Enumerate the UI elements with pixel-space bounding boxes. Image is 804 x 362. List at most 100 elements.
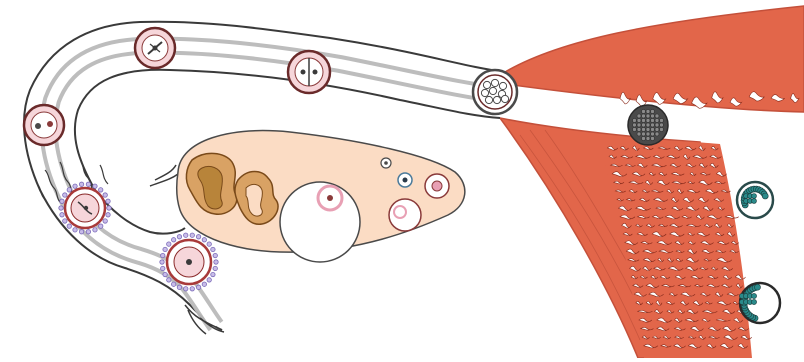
morula-cell: [633, 119, 637, 123]
morula-cell: [646, 137, 650, 141]
morula-cell: [501, 95, 508, 102]
corona-cell: [190, 287, 194, 291]
corona-cell: [67, 188, 71, 192]
morula-cell: [489, 87, 496, 94]
morula-icon: [473, 70, 517, 114]
inner-cell-mass: [752, 194, 757, 199]
morula-cell: [651, 132, 655, 136]
morula-cell: [651, 114, 655, 118]
primary-follicle-2-nucleus: [384, 161, 388, 165]
morula-cell: [633, 123, 637, 127]
corona-cell: [196, 285, 200, 289]
corona-cell: [184, 287, 188, 291]
oocyte-icon: [167, 240, 211, 284]
two-cell-embryo-icon: [135, 28, 175, 68]
morula-cell: [646, 119, 650, 123]
zygote-icon: [65, 188, 105, 228]
corona-cell: [107, 206, 111, 210]
corona-cell: [93, 228, 97, 232]
trophoblast-cell: [754, 284, 760, 290]
morula-cell: [651, 128, 655, 132]
corona-cell: [59, 206, 63, 210]
corona-cell: [163, 272, 167, 276]
corona-cell: [103, 193, 107, 197]
morula-cell: [499, 82, 506, 89]
morula-cell: [642, 110, 646, 114]
ovarian-ligament: [150, 165, 178, 186]
corona-cell: [184, 233, 188, 237]
pronuclear-zygote: [24, 105, 64, 145]
blastomere: [762, 193, 768, 199]
corona-cell: [177, 285, 181, 289]
morula-cell: [646, 123, 650, 127]
morula-cell: [655, 119, 659, 123]
corona-cell: [167, 242, 171, 246]
inner-cell-mass: [751, 299, 756, 304]
four-cell-embryo: [288, 51, 330, 93]
morula-cell: [646, 110, 650, 114]
morula-cell: [651, 123, 655, 127]
morula-cell: [481, 89, 488, 96]
late-morula: [628, 105, 668, 145]
corona-cell: [190, 233, 194, 237]
morula-cell: [642, 114, 646, 118]
corona-cell: [79, 182, 83, 186]
morula-cell: [642, 123, 646, 127]
corona-cell: [207, 242, 211, 246]
morula-cell: [646, 132, 650, 136]
primary-follicle-1-nucleus: [403, 178, 408, 183]
morula-cell: [651, 110, 655, 114]
follicle-oocyte-nucleus: [327, 195, 333, 201]
morula-cell: [651, 119, 655, 123]
morula-cell: [637, 128, 641, 132]
corona-cell: [73, 228, 77, 232]
morula-cell: [493, 96, 500, 103]
morula-cell: [483, 81, 490, 88]
morula-cell: [637, 114, 641, 118]
corona-cell: [161, 266, 165, 270]
morula-cell: [660, 128, 664, 132]
morula-cell: [655, 132, 659, 136]
corona-cell: [99, 224, 103, 228]
corona-cell: [60, 213, 64, 217]
corona-cell: [202, 282, 206, 286]
corona-cell: [93, 184, 97, 188]
corona-cell: [106, 213, 110, 217]
morula-cell: [633, 128, 637, 132]
corona-cell: [214, 260, 218, 264]
corona-cell: [79, 230, 83, 234]
morula-cell: [642, 137, 646, 141]
morula-cell: [642, 132, 646, 136]
corona-cell: [86, 230, 90, 234]
morula-cell: [491, 79, 498, 86]
corona-cell: [213, 266, 217, 270]
morula-cell: [660, 123, 664, 127]
morula-cell: [637, 123, 641, 127]
blastocyst-icon: [737, 182, 773, 218]
corona-cell: [63, 193, 67, 197]
morula-cell: [646, 114, 650, 118]
morula-cell: [655, 114, 659, 118]
corona-cell: [67, 224, 71, 228]
corona-cell: [196, 235, 200, 239]
corona-cell: [202, 238, 206, 242]
morula-cell: [646, 128, 650, 132]
corona-cell: [60, 199, 64, 203]
morula-cell: [637, 119, 641, 123]
corona-cell: [171, 282, 175, 286]
corona-cell: [160, 260, 164, 264]
corona-cell: [177, 235, 181, 239]
corona-cell: [167, 278, 171, 282]
morula-cell: [485, 96, 492, 103]
corona-cell: [163, 247, 167, 251]
corona-cell: [161, 253, 165, 257]
corona-cell: [86, 182, 90, 186]
corona-cell: [106, 199, 110, 203]
corona-cell: [207, 278, 211, 282]
morula-cell: [651, 137, 655, 141]
corona-cell: [103, 219, 107, 223]
morula-cell: [642, 128, 646, 132]
morula-cell: [637, 132, 641, 136]
morula-cell: [655, 123, 659, 127]
